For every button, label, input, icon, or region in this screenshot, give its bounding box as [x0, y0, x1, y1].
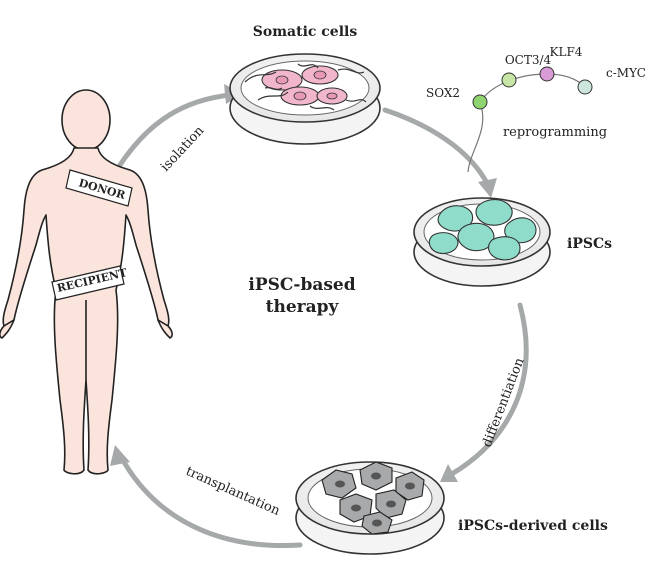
somatic-cell-processes	[244, 63, 367, 111]
differentiation-arrowhead	[440, 464, 458, 482]
somatic-nuclei	[275, 70, 338, 101]
sox2-label: SOX2	[426, 86, 460, 100]
transplantation-arrow	[117, 452, 303, 549]
donor-band	[65, 169, 133, 207]
transplantation-arrowhead	[110, 445, 130, 466]
klf4-bead	[539, 66, 555, 82]
oct34-label: OCT3/4	[505, 53, 552, 67]
reprogramming-label: reprogramming	[503, 125, 607, 140]
ipsc-arrowhead	[478, 178, 497, 198]
recipient-band	[51, 265, 125, 301]
ipsc-cell	[457, 222, 495, 252]
derived-nuclei	[335, 472, 415, 527]
sox2-bead	[472, 94, 488, 110]
oct34-bead	[501, 72, 517, 88]
body-bands	[51, 169, 133, 301]
somatic-cells-dish	[229, 53, 381, 145]
isolation-label: isolation	[158, 123, 208, 175]
isolation-arrow	[117, 92, 233, 168]
transplantation-label: transplantation	[183, 464, 282, 519]
differentiation-arrow	[447, 302, 529, 478]
derived-cells	[321, 461, 425, 535]
cycle-arrows	[117, 92, 529, 549]
ipsc-cell	[487, 236, 521, 261]
somatic-cells-label: Somatic cells	[253, 24, 358, 40]
ipsc-cell	[504, 217, 537, 244]
ipscs-label: iPSCs	[567, 236, 612, 252]
ipsc-cell	[428, 232, 459, 255]
head	[61, 89, 111, 151]
klf4-label: KLF4	[550, 45, 583, 59]
ipsc-cells	[428, 199, 537, 261]
differentiation-label: differentiation	[480, 355, 528, 449]
center-title-line1: iPSC-based	[248, 275, 355, 295]
somatic-to-ipsc-arrow	[382, 107, 491, 188]
reprogramming-curve	[467, 101, 484, 173]
cmyc-label: c-MYC	[606, 66, 646, 80]
ipsc-cell	[475, 199, 513, 226]
center-title-line2: therapy	[266, 297, 340, 317]
human-figure	[0, 89, 173, 475]
ipscs-dish	[413, 197, 551, 287]
left-hand	[0, 319, 15, 339]
right-hand	[157, 319, 173, 339]
factor-beads	[472, 66, 593, 110]
factor-chain	[479, 73, 586, 103]
cmyc-bead	[577, 79, 593, 95]
derived-cells-label: iPSCs-derived cells	[458, 518, 608, 534]
derived-cells-dish	[295, 461, 445, 555]
